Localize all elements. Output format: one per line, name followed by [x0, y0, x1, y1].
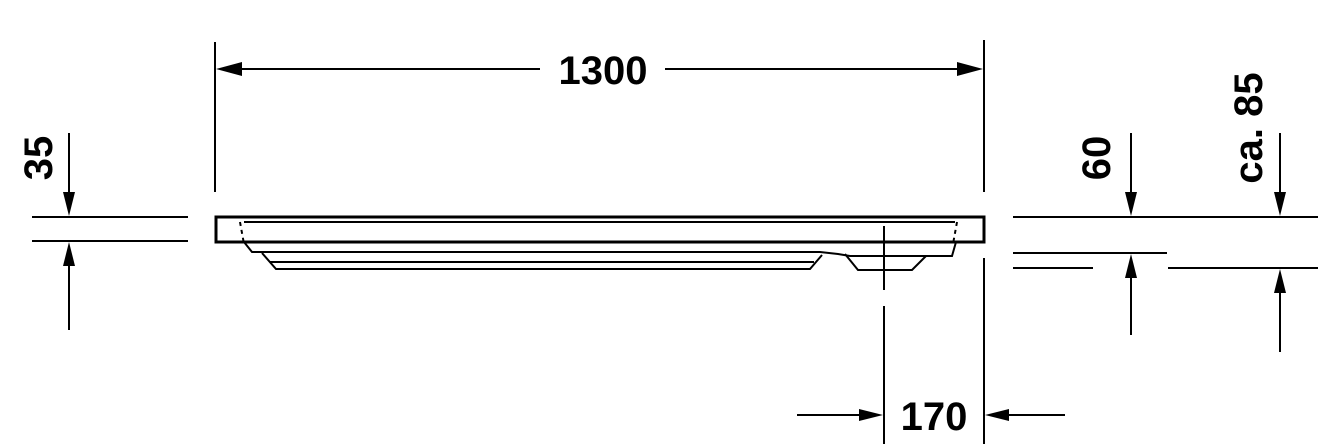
- outer-arrow-up: [1274, 269, 1286, 293]
- right-height-dimensions: 60 ca. 85: [1013, 72, 1318, 352]
- drain-offset-label: 170: [901, 395, 968, 439]
- drain-arrow-left: [985, 409, 1009, 421]
- tray-bottom-plate: [261, 252, 823, 270]
- drain-arrow-right: [859, 409, 883, 421]
- tray-rim: [214, 215, 986, 244]
- tray-body-outer: [243, 241, 957, 257]
- width-dimension: 1300: [214, 40, 985, 192]
- width-total-label: 1300: [559, 49, 648, 93]
- tray-slope-right: [952, 221, 958, 245]
- height-right-inner-label: 60: [1075, 136, 1119, 181]
- height-right-outer-label: ca. 85: [1227, 72, 1271, 183]
- height-left-label: 35: [17, 136, 61, 181]
- left-arrow-down: [63, 192, 75, 216]
- width-arrow-right: [957, 62, 983, 76]
- left-arrow-up: [63, 242, 75, 266]
- inner-arrow-up: [1125, 254, 1137, 278]
- tray-profile: [214, 215, 986, 271]
- drain-offset-dimension: 170: [797, 258, 1065, 444]
- left-height-dimension: 35: [17, 133, 188, 330]
- outer-arrow-down: [1274, 192, 1286, 216]
- tray-slope-left: [239, 221, 245, 245]
- inner-arrow-down: [1125, 192, 1137, 216]
- width-arrow-left: [216, 62, 242, 76]
